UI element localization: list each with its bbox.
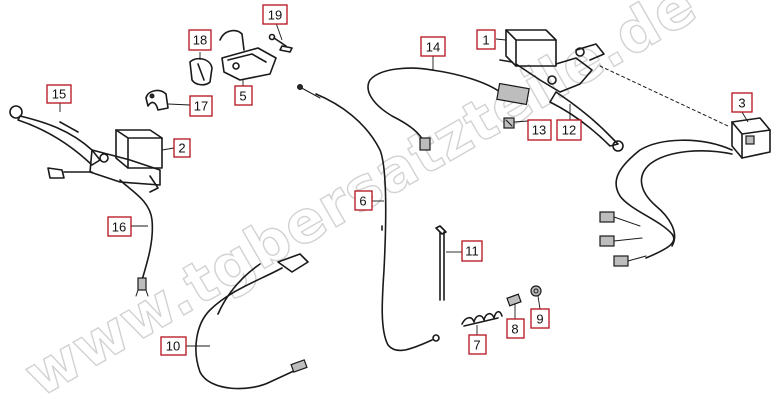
- callout-10: 10: [160, 336, 187, 356]
- left-master-cylinder: [47, 129, 163, 193]
- adjuster-screw: [268, 33, 293, 53]
- throttle-housing: [219, 29, 277, 81]
- svg-text:8: 8: [511, 322, 518, 337]
- svg-text:11: 11: [465, 244, 479, 259]
- spring: [461, 310, 503, 327]
- brake-light-switch-wire-left: [119, 179, 154, 297]
- svg-text:19: 19: [268, 8, 282, 23]
- pin: [506, 293, 522, 307]
- svg-text:3: 3: [738, 96, 745, 111]
- handlebar-switch: [599, 117, 771, 267]
- svg-text:15: 15: [52, 87, 66, 102]
- svg-text:16: 16: [112, 220, 126, 235]
- svg-text:12: 12: [562, 123, 576, 138]
- svg-text:7: 7: [473, 338, 480, 353]
- svg-text:1: 1: [482, 33, 489, 48]
- right-master-cylinder: [499, 29, 605, 93]
- left-brake-lever: [9, 105, 101, 166]
- callout-7: 7: [468, 334, 487, 355]
- callout-18: 18: [188, 29, 212, 51]
- callout-8: 8: [506, 318, 525, 339]
- svg-text:13: 13: [532, 123, 546, 138]
- svg-text:6: 6: [359, 194, 366, 209]
- callout-19: 19: [262, 4, 288, 25]
- callout-13: 13: [527, 119, 552, 141]
- callout-1: 1: [476, 29, 496, 50]
- svg-text:2: 2: [178, 141, 185, 156]
- svg-text:9: 9: [536, 312, 543, 327]
- callout-2: 2: [173, 138, 191, 158]
- right-brake-lever: [549, 91, 624, 152]
- wire-loom: [367, 67, 530, 151]
- callout-12: 12: [556, 119, 582, 141]
- choke-cable: [195, 253, 309, 390]
- callout-6: 6: [354, 190, 373, 211]
- svg-text:18: 18: [193, 33, 207, 48]
- switch-nut: [503, 117, 515, 129]
- svg-text:10: 10: [166, 339, 180, 354]
- callout-5: 5: [234, 85, 253, 106]
- svg-text:14: 14: [426, 40, 440, 55]
- callout-3: 3: [731, 92, 753, 113]
- throttle-cable: [297, 84, 440, 352]
- leader-lines: [59, 22, 749, 347]
- callout-14: 14: [420, 36, 446, 57]
- lever-cover: [189, 57, 213, 86]
- callout-15: 15: [46, 84, 72, 104]
- svg-text:5: 5: [239, 89, 246, 104]
- callout-17: 17: [189, 95, 213, 117]
- nut: [530, 285, 542, 297]
- callout-9: 9: [530, 308, 550, 329]
- cable-tie: [435, 225, 447, 301]
- handlebar-clamp: [145, 89, 169, 111]
- svg-text:17: 17: [194, 99, 208, 114]
- callout-16: 16: [107, 216, 132, 237]
- callout-11: 11: [461, 240, 483, 262]
